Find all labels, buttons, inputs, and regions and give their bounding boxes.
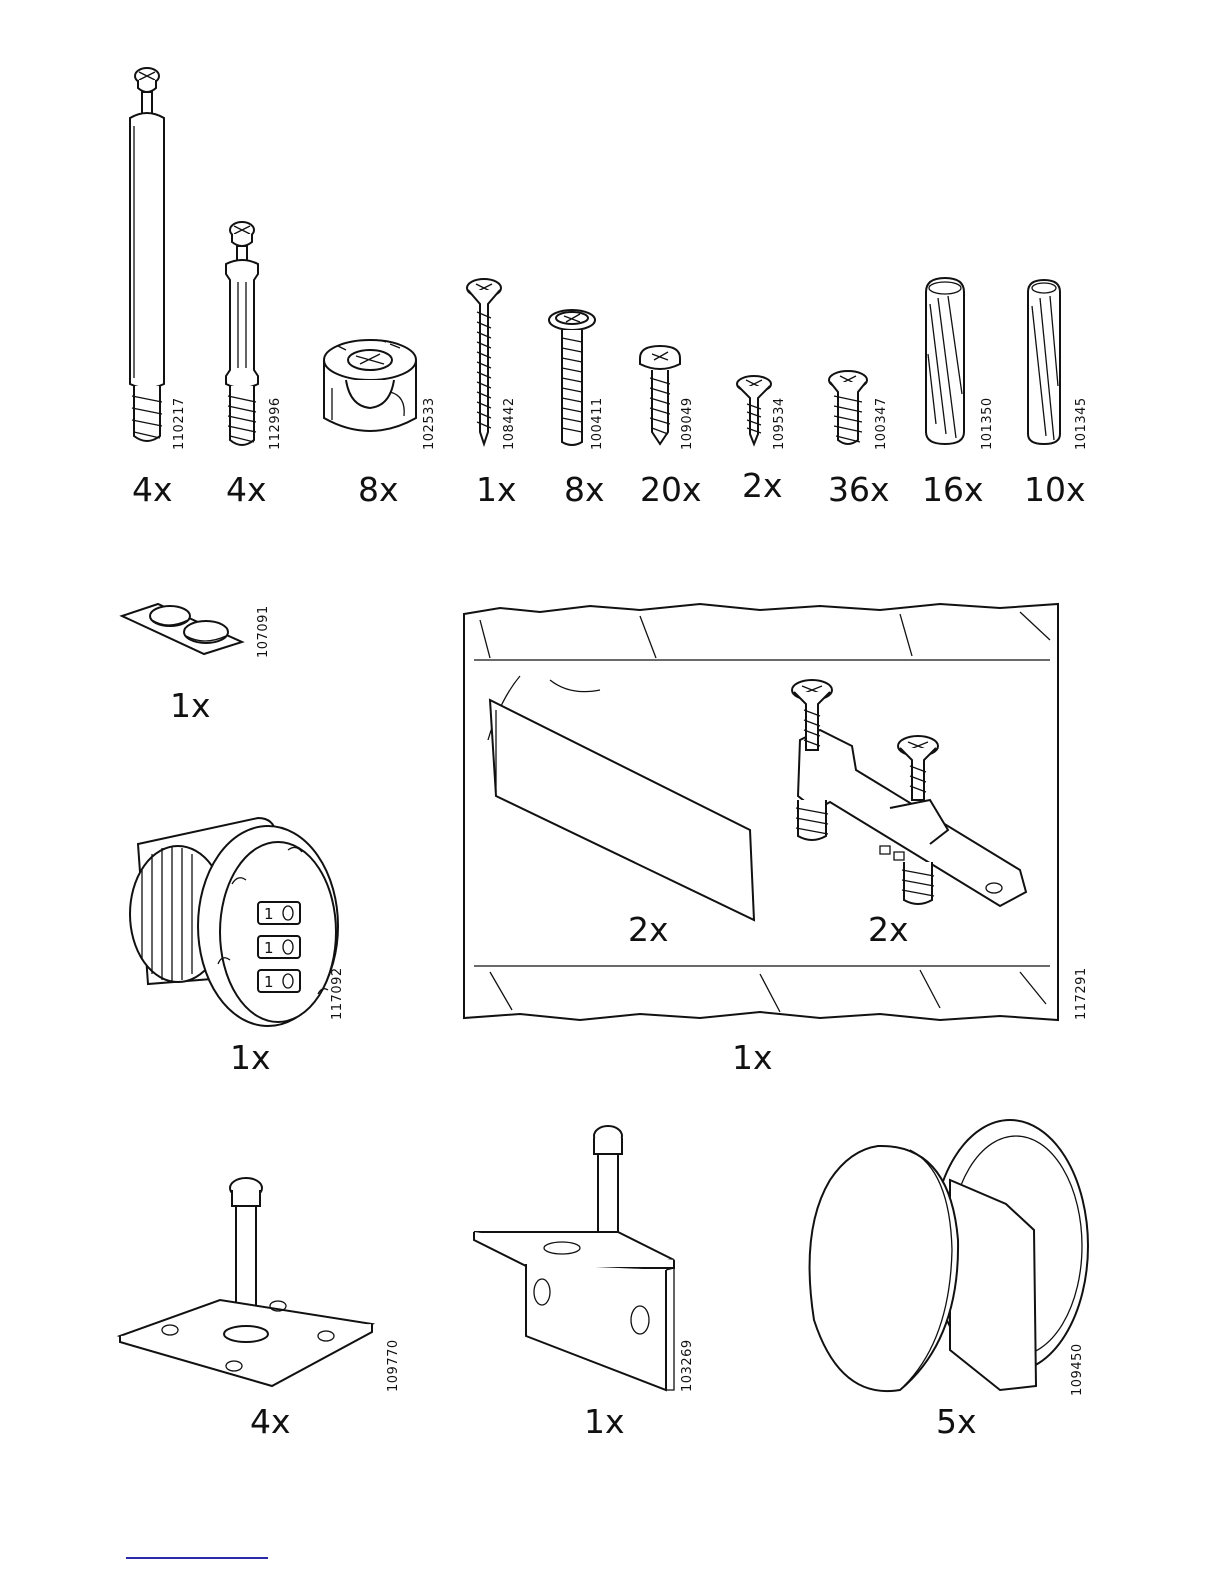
- quantity-label: 36x: [828, 470, 890, 509]
- quantity-label: 20x: [640, 470, 702, 509]
- part-code: 102533: [422, 397, 437, 450]
- quantity-label: 16x: [922, 470, 984, 509]
- felt-pads-drawing: [120, 602, 246, 654]
- quantity-label: 4x: [226, 470, 267, 509]
- part-code: 101350: [980, 397, 995, 450]
- pin-plate-drawing: [116, 1174, 376, 1398]
- quantity-label: 8x: [564, 470, 605, 509]
- quantity-label: 1x: [732, 1038, 773, 1077]
- quantity-label: 2x: [742, 466, 783, 505]
- quantity-label: 1x: [170, 686, 211, 725]
- pan-head-screw-drawing: [636, 344, 684, 448]
- part-code: 110217: [172, 397, 187, 450]
- svg-text:1: 1: [264, 939, 274, 957]
- quantity-label: 4x: [132, 470, 173, 509]
- quantity-label: 4x: [250, 1402, 291, 1441]
- knob-drawing: [800, 1110, 1092, 1400]
- part-code: 107091: [256, 605, 271, 658]
- small-dowel-drawing: [1024, 276, 1064, 448]
- plate-quantity-label: 2x: [628, 910, 669, 949]
- quantity-label: 8x: [358, 470, 399, 509]
- wood-screw-long-drawing: [462, 276, 506, 448]
- euro-screw-drawing: [826, 370, 870, 450]
- hardware-bag-drawing: [460, 600, 1064, 1024]
- large-dowel-drawing: [920, 274, 970, 448]
- part-code: 109770: [386, 1339, 401, 1392]
- footer-rule: [126, 1557, 268, 1559]
- quantity-label: 1x: [476, 470, 517, 509]
- combination-lock-drawing: 1 1 1: [118, 814, 338, 1032]
- quantity-label: 5x: [936, 1402, 977, 1441]
- angle-bracket-drawing: [470, 1124, 676, 1398]
- part-code: 109049: [680, 397, 695, 450]
- part-code: 109534: [772, 397, 787, 450]
- connector-bolt-sleeve-drawing: [218, 220, 268, 452]
- part-code: 100347: [874, 397, 889, 450]
- part-code: 112996: [268, 397, 283, 450]
- part-code: 100411: [590, 397, 605, 450]
- part-code: 103269: [680, 1339, 695, 1392]
- part-code: 117291: [1074, 967, 1089, 1020]
- connector-bolt-long-drawing: [120, 66, 180, 456]
- bracket-quantity-label: 2x: [868, 910, 909, 949]
- quantity-label: 1x: [230, 1038, 271, 1077]
- part-code: 117092: [330, 967, 345, 1020]
- svg-text:1: 1: [264, 905, 274, 923]
- part-code: 108442: [502, 397, 517, 450]
- svg-text:1: 1: [264, 973, 274, 991]
- short-screw-drawing: [734, 374, 774, 448]
- part-code: 101345: [1074, 397, 1089, 450]
- part-code: 109450: [1070, 1343, 1085, 1396]
- quantity-label: 10x: [1024, 470, 1086, 509]
- quantity-label: 1x: [584, 1402, 625, 1441]
- cam-lock-drawing: [320, 336, 420, 446]
